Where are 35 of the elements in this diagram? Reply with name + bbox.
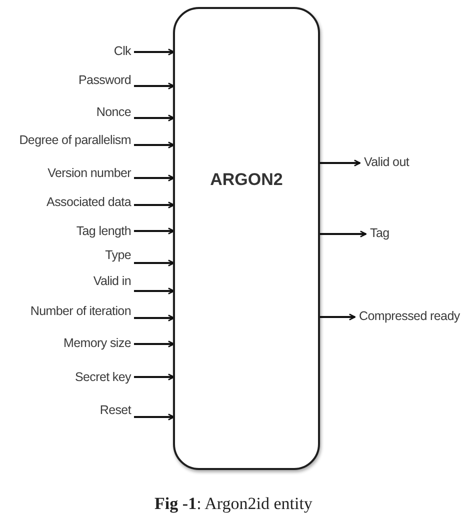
entity-name: ARGON2 [209, 170, 284, 190]
input-signal-label: Memory size [63, 336, 131, 352]
input-signal-label: Number of iteration [30, 304, 131, 320]
input-signal-label: Valid in [93, 274, 131, 290]
output-signal-label: Compressed ready [359, 309, 460, 325]
output-signal-label: Valid out [364, 155, 410, 171]
arrow [134, 48, 175, 56]
arrow [134, 314, 175, 322]
input-signal-label: Clk [114, 44, 131, 60]
arrow [134, 288, 175, 294]
figure-caption: Fig -1: Argon2id entity [154, 494, 314, 514]
arrow [134, 202, 175, 208]
arrow [320, 230, 367, 238]
input-signal-label: Password [78, 73, 131, 89]
input-signal-label: Reset [100, 403, 131, 419]
arrow [320, 160, 361, 166]
arrow [134, 82, 175, 90]
input-signal-label: Associated data [46, 195, 131, 211]
entity-box [173, 7, 320, 470]
arrow [134, 228, 175, 234]
arrow [134, 114, 175, 122]
input-signal-label: Version number [48, 166, 131, 182]
arrow [134, 142, 175, 148]
arrow [134, 174, 175, 182]
arrow [134, 260, 175, 266]
arrow [134, 340, 175, 348]
arrow [134, 414, 175, 420]
output-signal-label: Tag [370, 226, 390, 242]
input-signal-label: Nonce [96, 105, 131, 121]
input-signal-label: Secret key [74, 370, 131, 386]
input-signal-label: Tag length [76, 224, 131, 240]
input-signal-label: Degree of parallelism [19, 133, 131, 149]
input-signal-label: Type [105, 248, 131, 264]
arrow [320, 314, 356, 320]
arrow [134, 374, 175, 380]
